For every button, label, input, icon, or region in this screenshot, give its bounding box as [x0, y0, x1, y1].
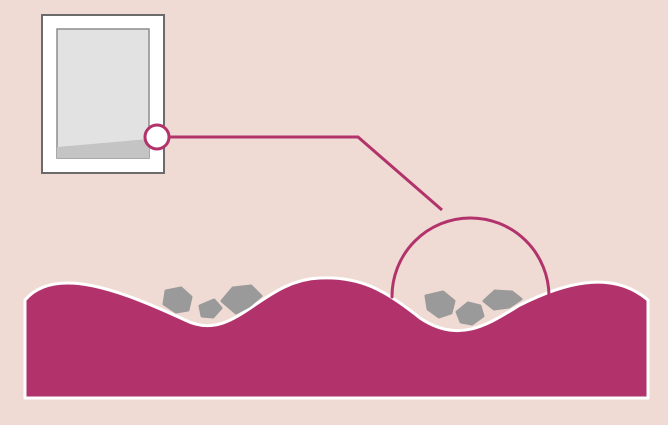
debris-cluster-left: [162, 284, 263, 319]
debris-particle-icon: [198, 298, 223, 319]
debris-particle-icon: [162, 286, 193, 314]
debris-cluster-right: [424, 289, 523, 326]
connector-node-icon: [143, 123, 171, 151]
debris-particle-icon: [455, 301, 485, 326]
connector-line: [170, 135, 443, 212]
magnifier-circle-icon: [390, 216, 551, 299]
panel-residue: [57, 139, 149, 158]
debris-particle-icon: [482, 289, 523, 311]
panel-screen: [56, 28, 150, 159]
debris-particle-icon: [424, 290, 456, 319]
wavy-terrain: [23, 276, 650, 400]
debris-particle-icon: [220, 284, 263, 315]
framed-panel: [41, 14, 165, 174]
